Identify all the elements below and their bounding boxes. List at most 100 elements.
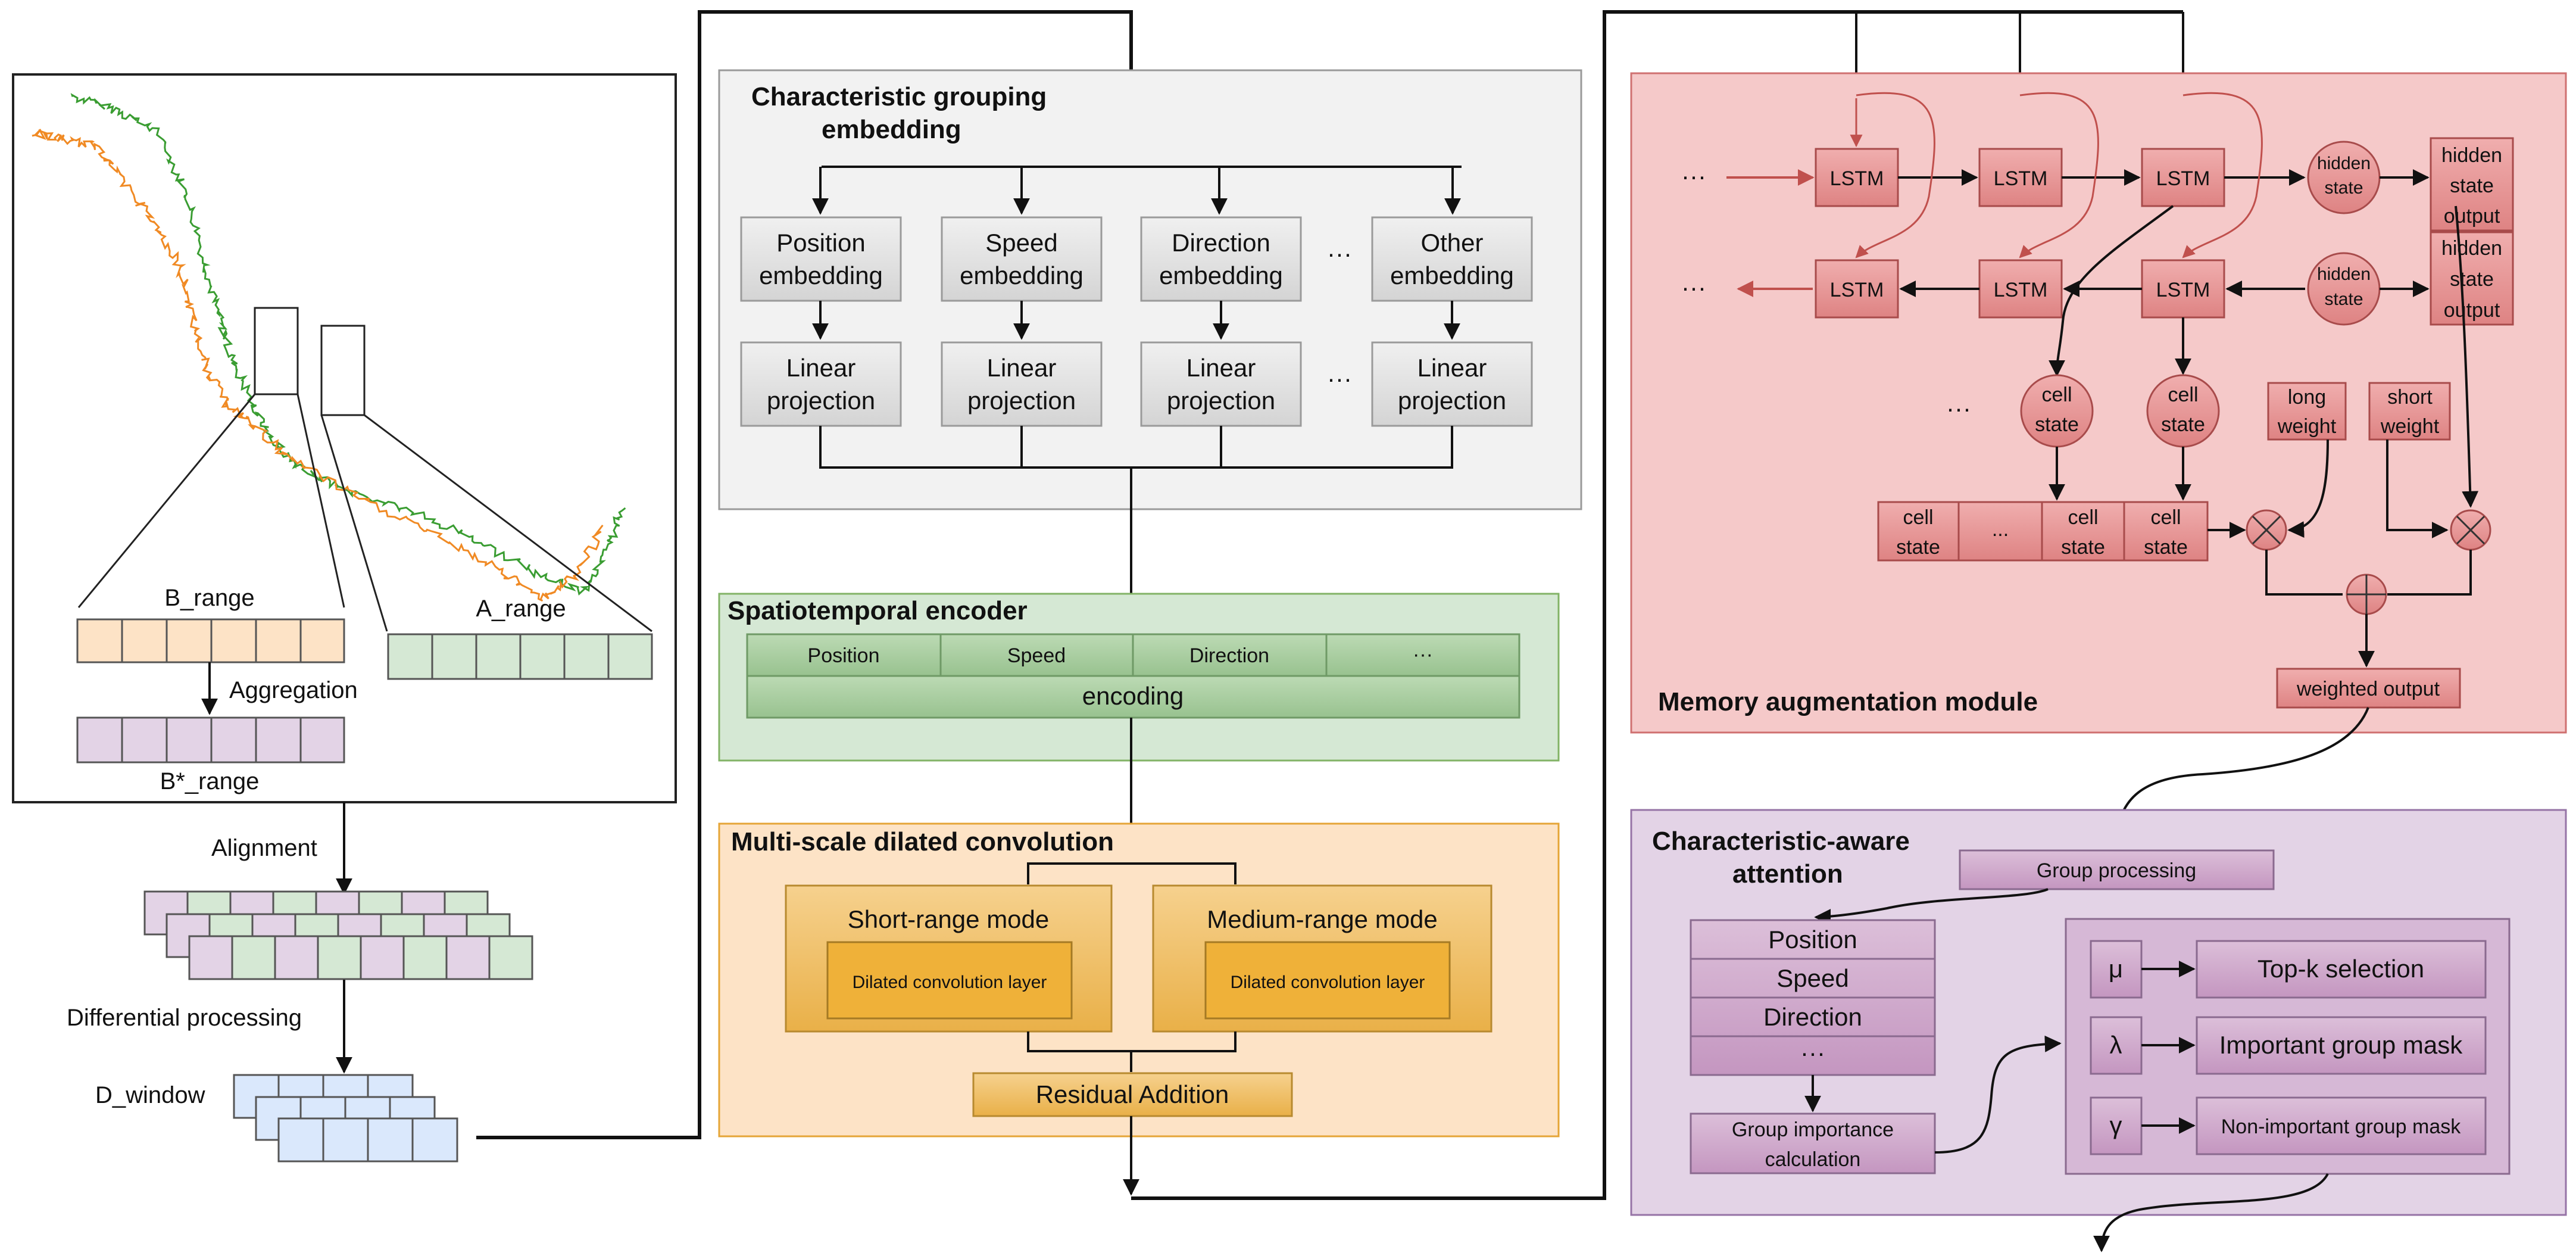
memory-title: Memory augmentation module (1658, 687, 2038, 716)
medium-range-mode: Medium-range mode Dilated convolution la… (1152, 884, 1492, 1033)
hidden-1-l1: hidden (2317, 154, 2371, 173)
b-range-label: B_range (164, 585, 254, 611)
importance-to-masks (1934, 1035, 2062, 1154)
cell-state-circle-1: cell state (2020, 374, 2094, 448)
hso2-l3: output (2444, 299, 2500, 322)
embedding-ellipsis: ··· (1327, 239, 1352, 267)
lambda-row: λ Important group mask (2090, 1016, 2487, 1075)
projection-1-l1: Linear (786, 354, 856, 382)
d-window-cell (367, 1117, 414, 1163)
speed-embedding-l2: embedding (960, 261, 1084, 289)
group-list: Position Speed Direction ··· (1690, 919, 1936, 1076)
group-processing-arrow (1814, 888, 2049, 925)
trajectory-series-1 (70, 93, 626, 596)
attention-title-line2: attention (1732, 859, 1843, 889)
d-window-stack (233, 1074, 458, 1163)
attention-title-line1: Characteristic-aware (1652, 827, 1910, 856)
long-to-mult1 (2287, 439, 2329, 538)
projection-ellipsis: ··· (1327, 364, 1352, 392)
cell-2-l2: state (2161, 413, 2205, 436)
hidden-state-circle-2: hidden state (2307, 252, 2381, 326)
strip-mid: ... (1992, 518, 2009, 541)
residual-addition-label: Residual Addition (1036, 1080, 1229, 1108)
hso1-l3: output (2444, 205, 2500, 228)
hidden-state-output-2: hidden state output (2430, 231, 2514, 326)
residual-addition-box (972, 1072, 1293, 1117)
short-dilated-layer-label: Dilated convolution layer (853, 973, 1047, 992)
direction-projection-box: Linear projection (1140, 341, 1302, 427)
f3-to-cell1 (2049, 205, 2174, 377)
short-l2: weight (2380, 415, 2440, 438)
cell-state-circle-2: cell state (2146, 374, 2220, 448)
d-window-cell (411, 1117, 458, 1163)
attention-panel: Characteristic-aware attention Group pro… (1630, 809, 2567, 1252)
aligned-cell (488, 935, 533, 980)
speed-embedding-box: Speed embedding (941, 216, 1103, 302)
lstm-forward-2: LSTM (1978, 148, 2063, 207)
aligned-cell (188, 935, 233, 980)
aligned-cell (317, 935, 362, 980)
mode-split-bar (1027, 862, 1237, 884)
group-position: Position (1768, 925, 1857, 953)
left-to-grouping-connector (476, 10, 1144, 1139)
medium-dilated-layer (1204, 941, 1451, 1020)
cell-1-l2: state (2035, 413, 2079, 436)
hidden-2-l2: state (2324, 289, 2363, 309)
lstm-f1-label: LSTM (1830, 167, 1884, 190)
position-embedding-l2: embedding (759, 261, 883, 289)
b-star-range-label: B*_range (160, 768, 260, 794)
speed-embedding-l1: Speed (985, 229, 1057, 257)
a-range-window (320, 325, 366, 416)
short-dilated-layer (826, 941, 1073, 1020)
short-weight-box: short weight (2368, 382, 2451, 441)
alignment-label: Alignment (211, 835, 317, 861)
dilated-title: Multi-scale dilated convolution (731, 827, 1114, 856)
d-window-cell (322, 1117, 369, 1163)
aligned-cell (274, 935, 319, 980)
d-window-label: D_window (95, 1082, 205, 1108)
a-zoom-line-right (364, 414, 652, 632)
d-window-cell (277, 1117, 324, 1163)
weighted-output-label: weighted output (2296, 678, 2440, 700)
hidden-state-circle-1: hidden state (2307, 141, 2381, 214)
medium-dilated-layer-label: Dilated convolution layer (1231, 973, 1425, 992)
mu-symbol: μ (2109, 955, 2123, 983)
aligned-cell (360, 935, 405, 980)
strip-3-l1: cell (2068, 506, 2098, 529)
hidden-state-output-1: hidden state output (2430, 137, 2514, 232)
multiply-node-1 (2246, 509, 2287, 551)
projection-2-l1: Linear (987, 354, 1057, 382)
speed-projection-box: Linear projection (941, 341, 1103, 427)
strip-1-l1: cell (1903, 506, 1933, 529)
encoding-label: encoding (1082, 682, 1184, 710)
hidden-to-mult2 (2455, 205, 2479, 508)
memory-to-attention-arrow (2109, 707, 2369, 842)
lstm-b1-label: LSTM (1830, 279, 1884, 301)
attention-output-arrow (2093, 1173, 2329, 1252)
encoder-title: Spatiotemporal encoder (727, 596, 1028, 625)
strip-4-l2: state (2144, 536, 2188, 559)
group-speed: Speed (1776, 964, 1849, 992)
aligned-cell (402, 935, 448, 980)
encoder-ellipsis-cell: ··· (1413, 643, 1433, 666)
short-to-mult2 (2386, 440, 2449, 538)
grouping-title-line1: Characteristic grouping (751, 82, 1047, 111)
other-embedding-l2: embedding (1390, 261, 1514, 289)
group-ellipsis: ··· (1800, 1039, 1825, 1067)
short-range-mode: Short-range mode Dilated convolution lay… (785, 884, 1113, 1033)
projection-1-l2: projection (767, 387, 875, 415)
skip-red-3 (2182, 92, 2263, 258)
hso1-l2: state (2450, 174, 2494, 197)
mult1-to-sum (2265, 550, 2343, 596)
cell-dots: ··· (1946, 394, 1971, 422)
hidden-2-l1: hidden (2317, 264, 2371, 284)
position-projection-box: Linear projection (740, 341, 902, 427)
strip-3-l2: state (2061, 536, 2105, 559)
trajectory-series-2 (32, 129, 604, 602)
projection-4-l2: projection (1398, 387, 1506, 415)
sum-node (2346, 574, 2387, 615)
lstm-f2-label: LSTM (1994, 167, 2048, 190)
forward-dots: ··· (1681, 162, 1706, 190)
b-star-range-cells (76, 716, 345, 763)
other-embedding-box: Other embedding (1371, 216, 1533, 302)
